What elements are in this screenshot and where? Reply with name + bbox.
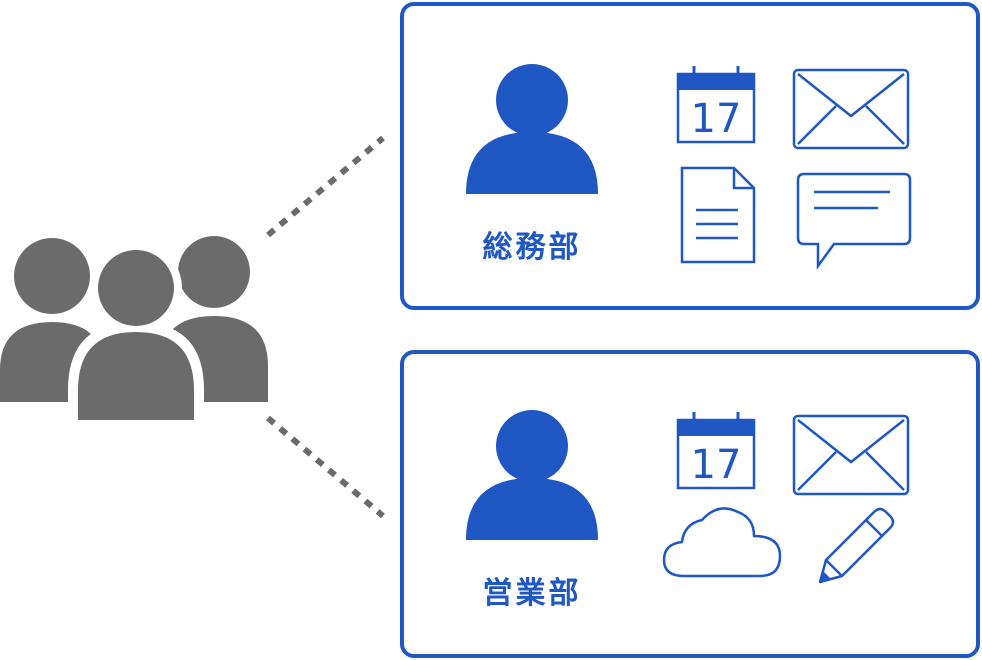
person-icon [466,64,598,194]
mail-icon [792,68,910,150]
cloud-icon [662,507,782,578]
pencil-icon [818,507,895,584]
calendar-date: 17 [691,96,742,142]
document-icon [680,166,756,264]
person-icon [466,410,598,540]
calendar-icon: 17 [676,66,756,144]
calendar-date: 17 [691,442,742,488]
mail-icon [792,414,910,496]
department-label: 営業部 [482,576,582,611]
calendar-icon: 17 [676,412,756,490]
department-label: 総務部 [482,230,582,265]
department-panel-2: 営業部 17 [400,350,980,658]
group-person-center [68,242,204,426]
chat-icon [796,172,912,270]
connector-bottom [266,415,385,519]
group-users-icon [0,236,268,426]
department-panel-1: 総務部 17 [400,2,980,310]
connector-top [266,135,385,238]
